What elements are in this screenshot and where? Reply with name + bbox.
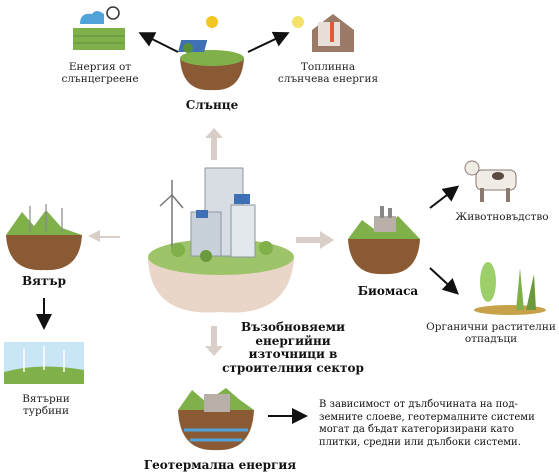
label-solar-thermal: Топлинна слънчева енергия	[277, 61, 379, 85]
label-biomass: Биомаса	[357, 284, 419, 298]
arrow-to-biomass	[296, 231, 334, 249]
center-arrows	[88, 128, 334, 356]
central-city-hemisphere	[148, 167, 294, 313]
arrow-biomass-to-plant-waste	[429, 267, 459, 295]
label-geothermal: Геотермална енергия	[143, 458, 297, 472]
geothermal-hemisphere	[178, 388, 254, 451]
arrow-to-geothermal	[205, 326, 223, 356]
center-title: Възобновяеми енергийни източници в строи…	[222, 320, 364, 375]
cow-icon	[464, 160, 517, 202]
biomass-hemisphere	[348, 206, 420, 275]
geothermal-note: В зависимост от дълбочината на под-земни…	[319, 399, 535, 448]
label-livestock: Животновъдство	[455, 211, 549, 223]
wind-hemisphere	[6, 204, 82, 271]
label-wind: Вятър	[21, 274, 67, 288]
arrow-biomass-to-livestock	[429, 185, 460, 209]
arrow-sun-to-solar-thermal	[247, 31, 290, 53]
sun-hemisphere	[178, 16, 244, 91]
solar-field-icon	[73, 6, 125, 50]
arrow-to-sun	[205, 128, 223, 160]
arrow-to-wind	[88, 230, 120, 242]
solar-thermal-house-icon	[292, 14, 354, 52]
arrow-sun-to-solar-energy	[138, 32, 179, 53]
plant-waste-icon	[474, 262, 546, 315]
wind-turbines-landscape-icon	[4, 342, 84, 384]
label-solar-energy: Енергия от слънцегреене	[61, 61, 139, 85]
label-wind-turbines: Вятърни турбини	[22, 393, 70, 417]
label-sun: Слънце	[185, 98, 239, 112]
label-plant-waste: Органични растителни отпадъци	[426, 321, 556, 345]
